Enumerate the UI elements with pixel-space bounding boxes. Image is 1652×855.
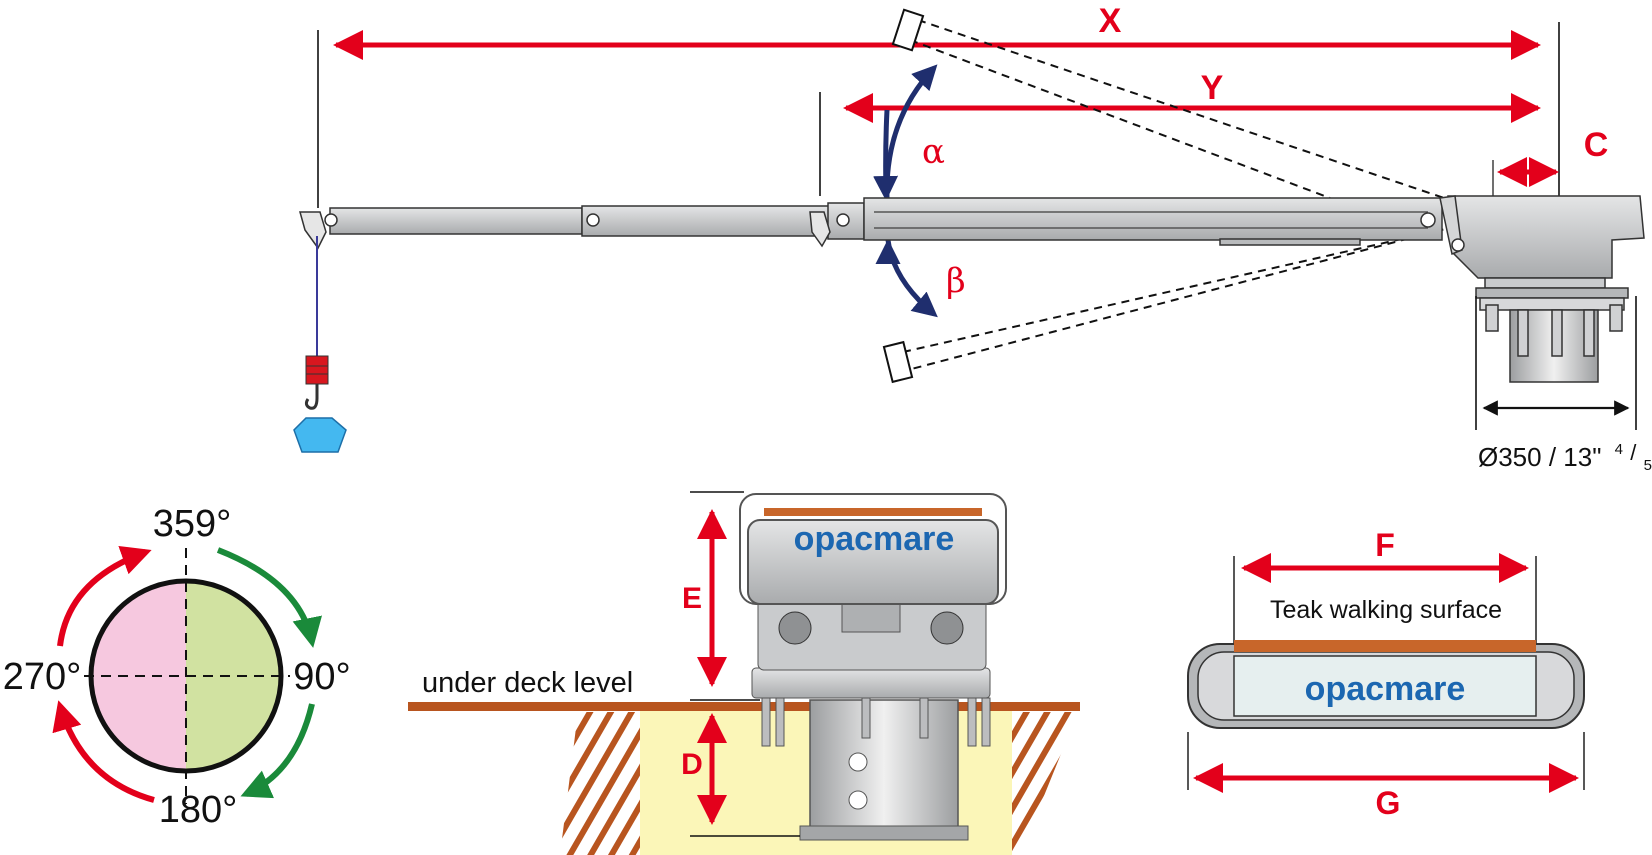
dim-c-label: C [1584, 126, 1609, 164]
hook-and-load [293, 236, 347, 453]
counterclockwise-arrow-top [57, 546, 152, 647]
alpha-label: α [922, 132, 945, 172]
counterclockwise-arrow-bottom [52, 700, 155, 803]
beta-label: β [946, 261, 966, 301]
slewing-head [1439, 195, 1645, 383]
crane-side-view: X Y C α β [293, 2, 1652, 474]
top-view: F Teak walking surface opacmare G [1187, 527, 1585, 821]
dim-e-label: E [682, 582, 702, 615]
telescopic-jib [299, 197, 1443, 250]
upper-jib-tip [891, 8, 925, 52]
dim-f-label: F [1375, 527, 1395, 563]
dim-y-label: Y [1201, 69, 1224, 107]
dim-g-label: G [1376, 785, 1401, 821]
dim-x-label: X [1099, 2, 1122, 40]
clockwise-arrow-top [216, 547, 322, 648]
base-diameter-label: Ø350 / 13" 4 / 5 [1478, 430, 1652, 474]
deck-level-label: under deck level [422, 667, 633, 699]
luffing-dashed-outline [899, 19, 1451, 373]
rotation-dial: 359° 90° 180° 270° [3, 503, 351, 831]
angle-label-right: 90° [293, 656, 350, 698]
angle-label-top: 359° [153, 503, 232, 545]
teak-strip [1234, 640, 1536, 652]
beta-arc [885, 239, 938, 318]
angle-label-bottom: 180° [159, 789, 238, 831]
deck-line [408, 702, 1080, 711]
dim-d-label: D [681, 748, 703, 781]
top-brand-logo: opacmare [1305, 670, 1466, 708]
clockwise-arrow-bottom [240, 703, 315, 799]
base-section-view: opacmare E D under deck level [408, 491, 1080, 855]
base-brand-logo: opacmare [794, 520, 955, 558]
teak-surface-label: Teak walking surface [1270, 596, 1502, 624]
lower-jib-tip [882, 340, 914, 384]
angle-label-left: 270° [3, 656, 82, 698]
